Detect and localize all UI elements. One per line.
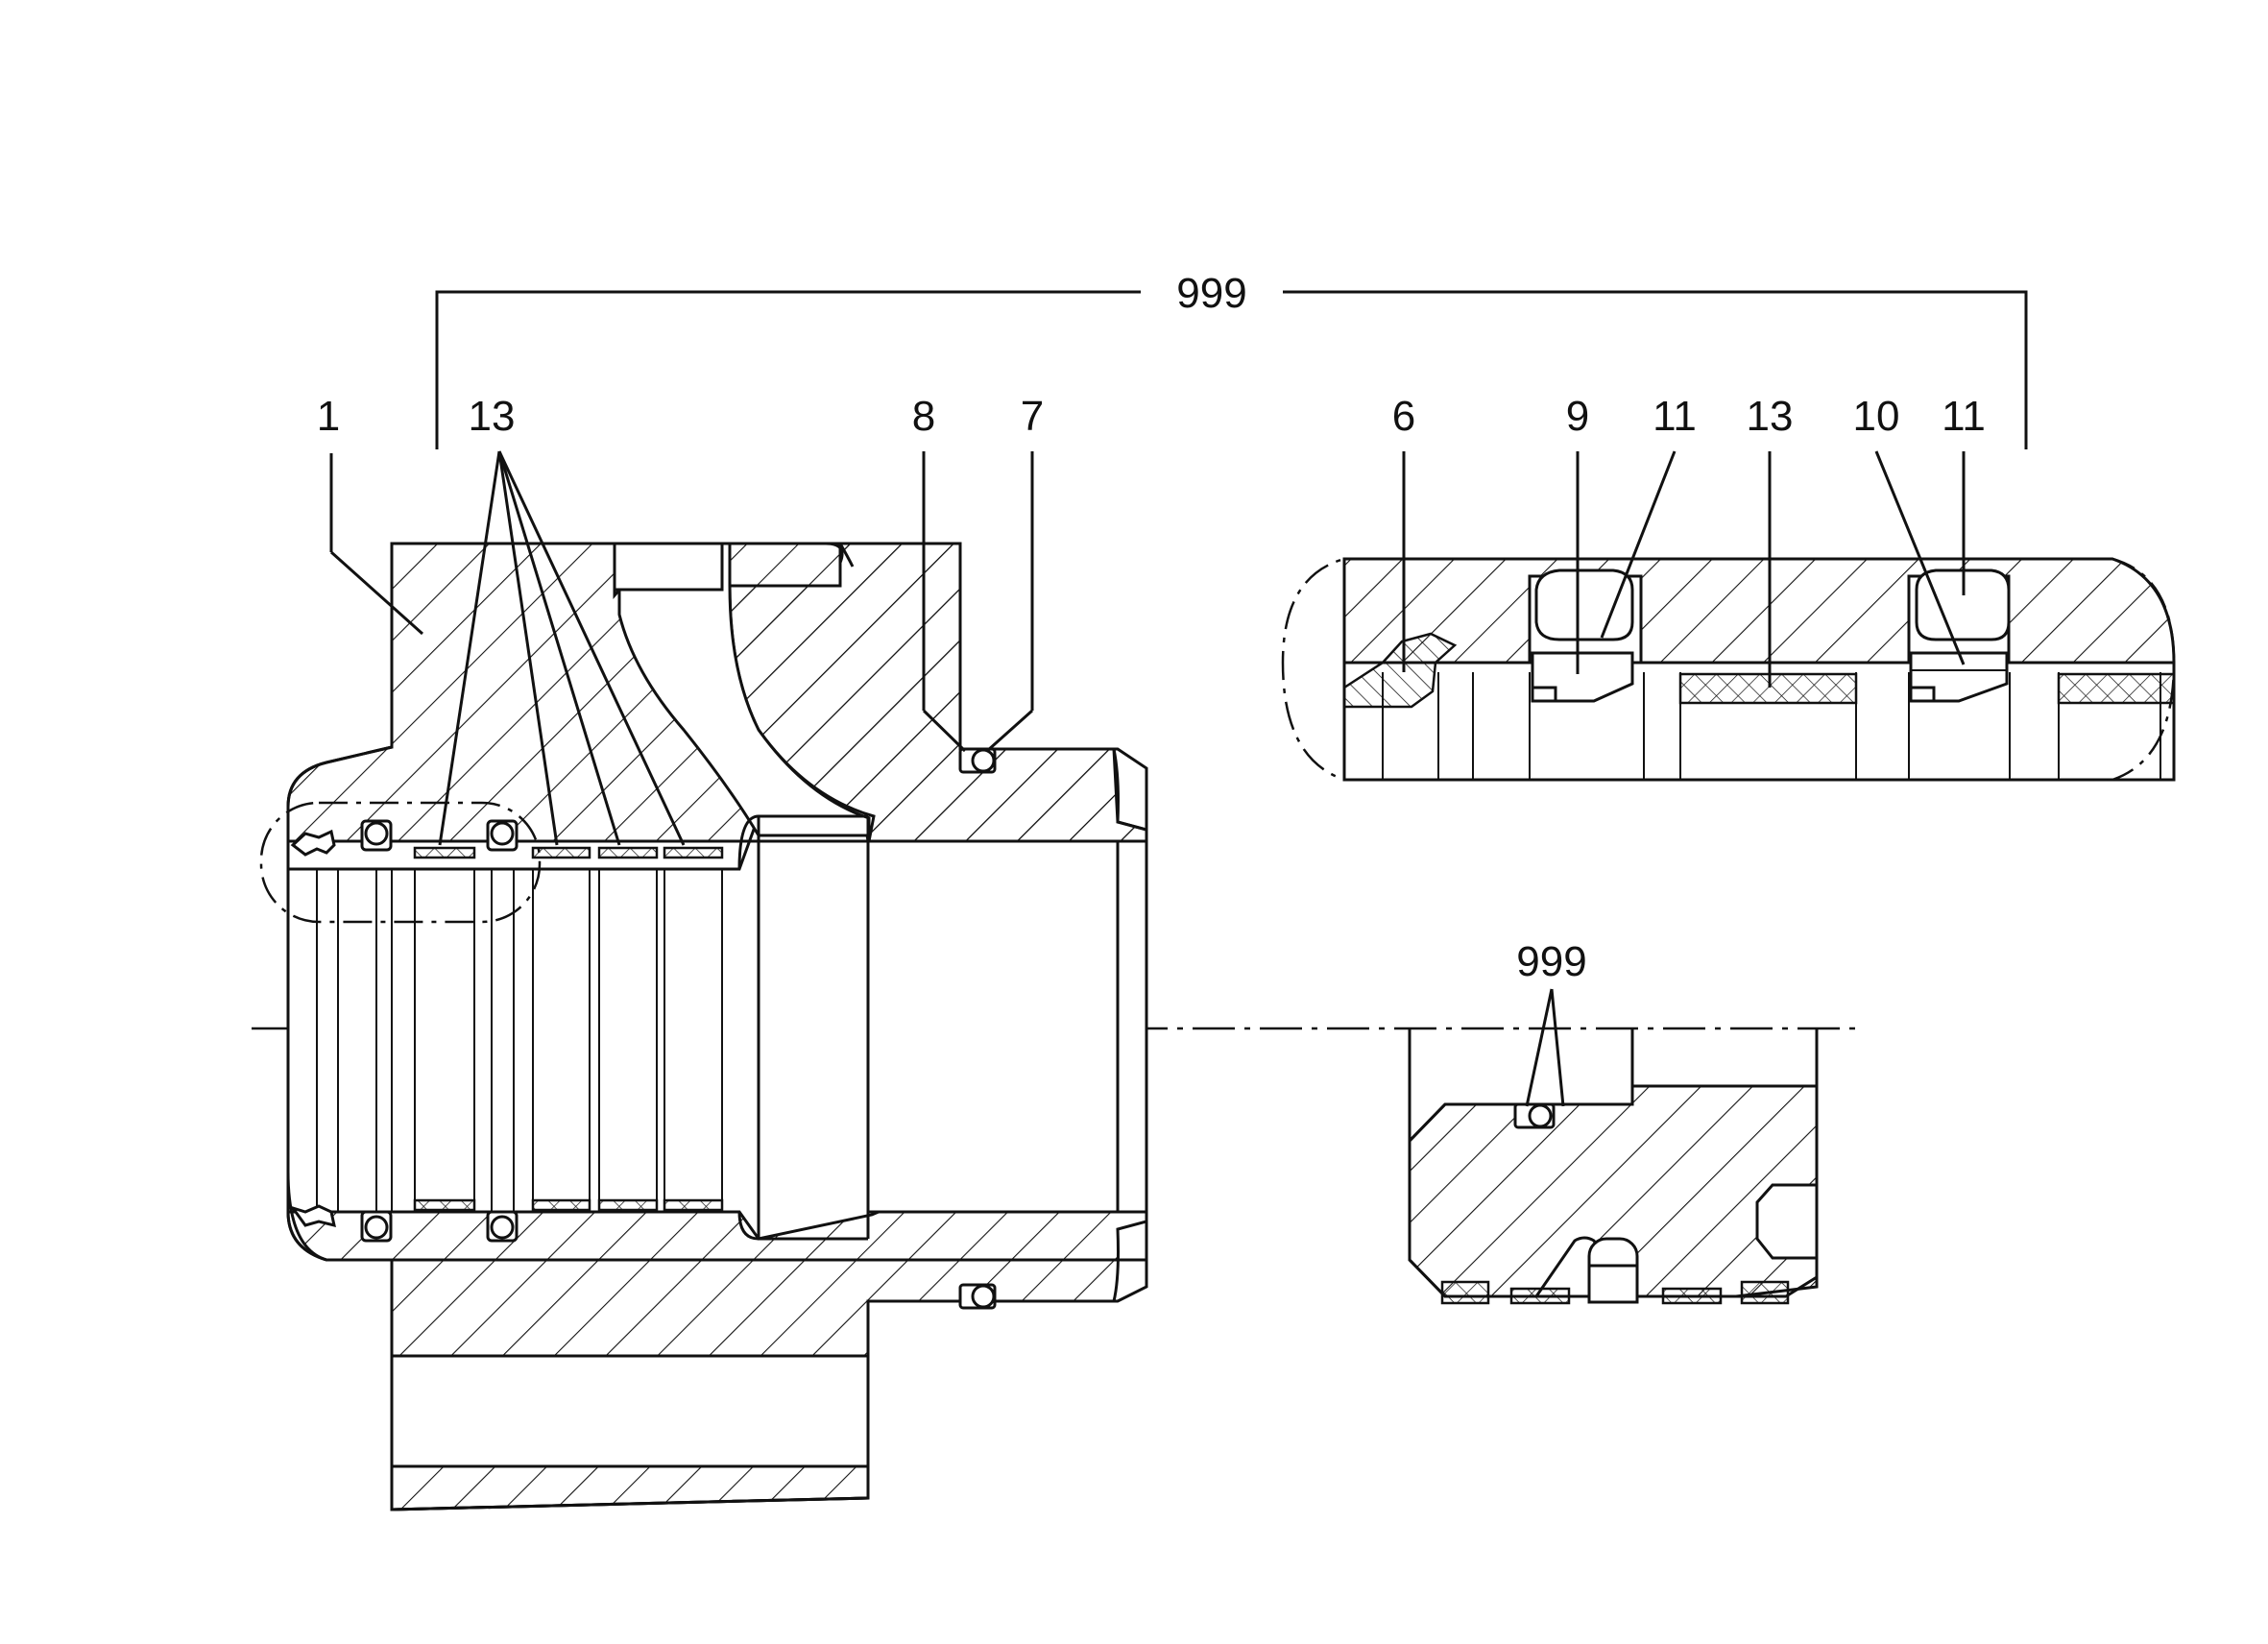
detail-view: [1281, 557, 2176, 782]
label-11-a: 11: [1653, 393, 1697, 440]
leader-lines: [329, 290, 2028, 1107]
main-housing: [286, 542, 1148, 1511]
label-999-bottom: 999: [1516, 938, 1586, 985]
o-ring-bottom: [958, 1283, 997, 1310]
detail-marker: [259, 801, 542, 924]
label-13-detail: 13: [1747, 393, 1794, 440]
label-6: 6: [1392, 393, 1415, 440]
label-7: 7: [1021, 393, 1044, 440]
labels: 999 1 13 8 7 6 9 11 13 10 11 999: [317, 267, 1986, 985]
label-9: 9: [1566, 393, 1589, 440]
o-ring-top: [958, 747, 997, 774]
label-11-b: 11: [1942, 393, 1986, 440]
label-1: 1: [317, 393, 340, 440]
section-view: [1408, 1028, 1819, 1305]
bore-rings: [289, 819, 724, 1243]
label-10: 10: [1853, 393, 1900, 440]
label-999-top: 999: [1176, 270, 1246, 317]
label-13-main: 13: [469, 393, 516, 440]
label-8: 8: [912, 393, 935, 440]
